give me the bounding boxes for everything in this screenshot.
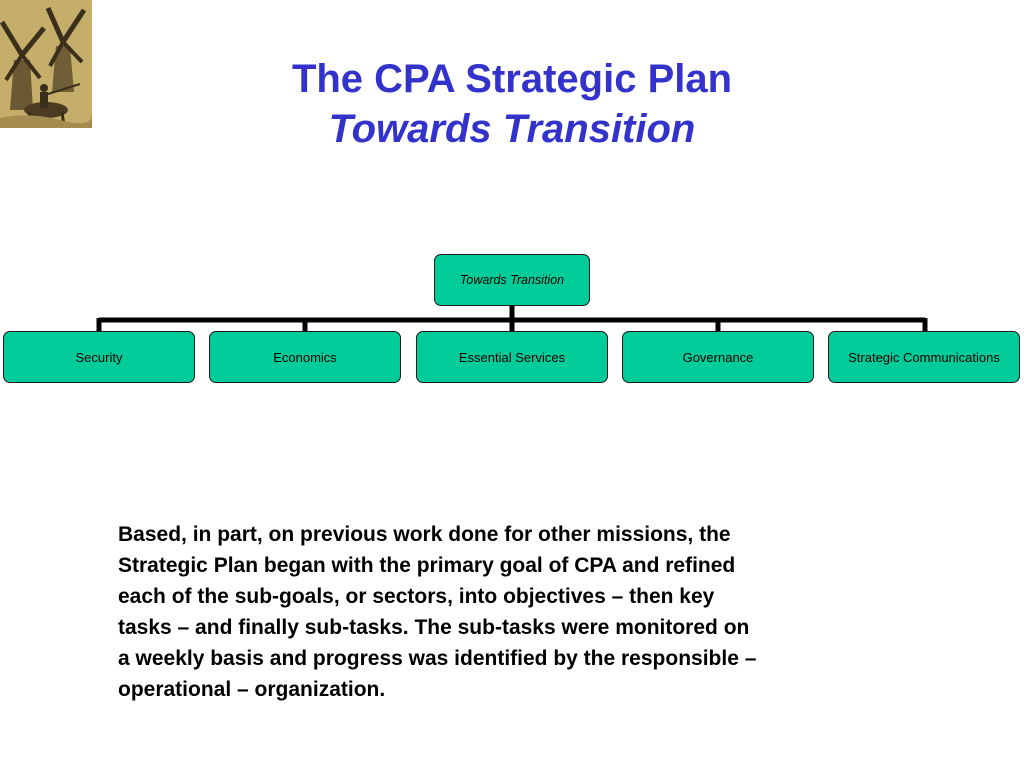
org-node-label: Essential Services	[459, 350, 565, 365]
org-node-strategic-communications: Strategic Communications	[828, 331, 1020, 383]
org-node-label: Governance	[683, 350, 754, 365]
org-node-label: Security	[76, 350, 123, 365]
org-node-essential-services: Essential Services	[416, 331, 608, 383]
org-node-label: Economics	[273, 350, 337, 365]
org-node-root: Towards Transition	[434, 254, 590, 306]
org-node-security: Security	[3, 331, 195, 383]
org-node-governance: Governance	[622, 331, 814, 383]
org-node-economics: Economics	[209, 331, 401, 383]
org-node-label: Strategic Communications	[848, 350, 1000, 365]
body-paragraph: Based, in part, on previous work done fo…	[118, 519, 918, 705]
org-node-root-label: Towards Transition	[460, 273, 564, 287]
